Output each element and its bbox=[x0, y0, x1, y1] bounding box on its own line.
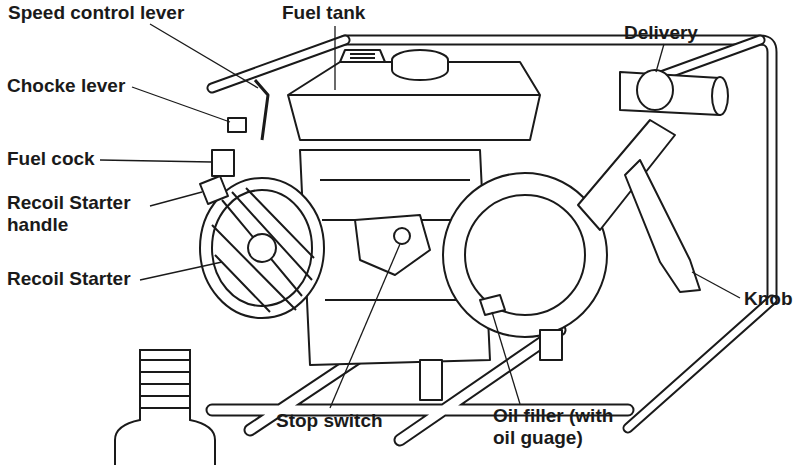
leader-line bbox=[656, 44, 664, 72]
part-label: Oil filler (with oil guage) bbox=[493, 405, 633, 449]
leader-line bbox=[100, 160, 212, 162]
leader-line bbox=[150, 24, 258, 88]
starter-fins bbox=[212, 188, 314, 312]
stop-switch bbox=[394, 228, 410, 244]
pump-casing bbox=[443, 173, 607, 337]
part-label: Stop switch bbox=[276, 410, 436, 432]
starter-hub bbox=[248, 234, 276, 262]
leader-line bbox=[492, 312, 520, 404]
part-label: Speed control lever bbox=[8, 2, 268, 24]
starter-fin bbox=[212, 188, 314, 312]
knob-clamp bbox=[625, 160, 700, 292]
tank-seam bbox=[288, 94, 540, 96]
foot bbox=[420, 360, 442, 400]
leader-line bbox=[150, 192, 202, 206]
hose-ridge bbox=[140, 360, 190, 408]
leader-line bbox=[140, 262, 222, 280]
leader-line bbox=[132, 87, 230, 122]
hose-fitting bbox=[115, 350, 215, 465]
tank-cap bbox=[392, 50, 448, 70]
foot bbox=[540, 330, 562, 360]
speed-lever bbox=[255, 80, 268, 140]
delivery-outlet bbox=[637, 70, 673, 110]
pump-casing bbox=[465, 195, 585, 315]
delivery-thread bbox=[712, 77, 728, 115]
tank-grille bbox=[350, 54, 375, 58]
fuel-cock bbox=[212, 150, 234, 176]
part-label: Delivery bbox=[624, 22, 764, 44]
part-label: Knob bbox=[744, 288, 793, 310]
pipe-frame bbox=[212, 40, 772, 440]
part-label: Recoil Starter bbox=[7, 268, 167, 290]
part-label: Chocke lever bbox=[7, 75, 167, 97]
leader-lines bbox=[100, 24, 740, 408]
leader-line bbox=[334, 26, 335, 90]
leader-line bbox=[692, 272, 740, 298]
hose-body bbox=[115, 350, 215, 465]
engine bbox=[200, 50, 728, 400]
part-label: Fuel tank bbox=[282, 2, 422, 24]
carburettor bbox=[355, 215, 430, 275]
starter-handle bbox=[200, 176, 228, 204]
choke-lever bbox=[228, 118, 246, 132]
tank-grille bbox=[340, 50, 385, 62]
part-label: Fuel cock bbox=[7, 148, 127, 170]
leader-line bbox=[330, 244, 400, 408]
part-label: Recoil Starter handle bbox=[7, 192, 157, 236]
